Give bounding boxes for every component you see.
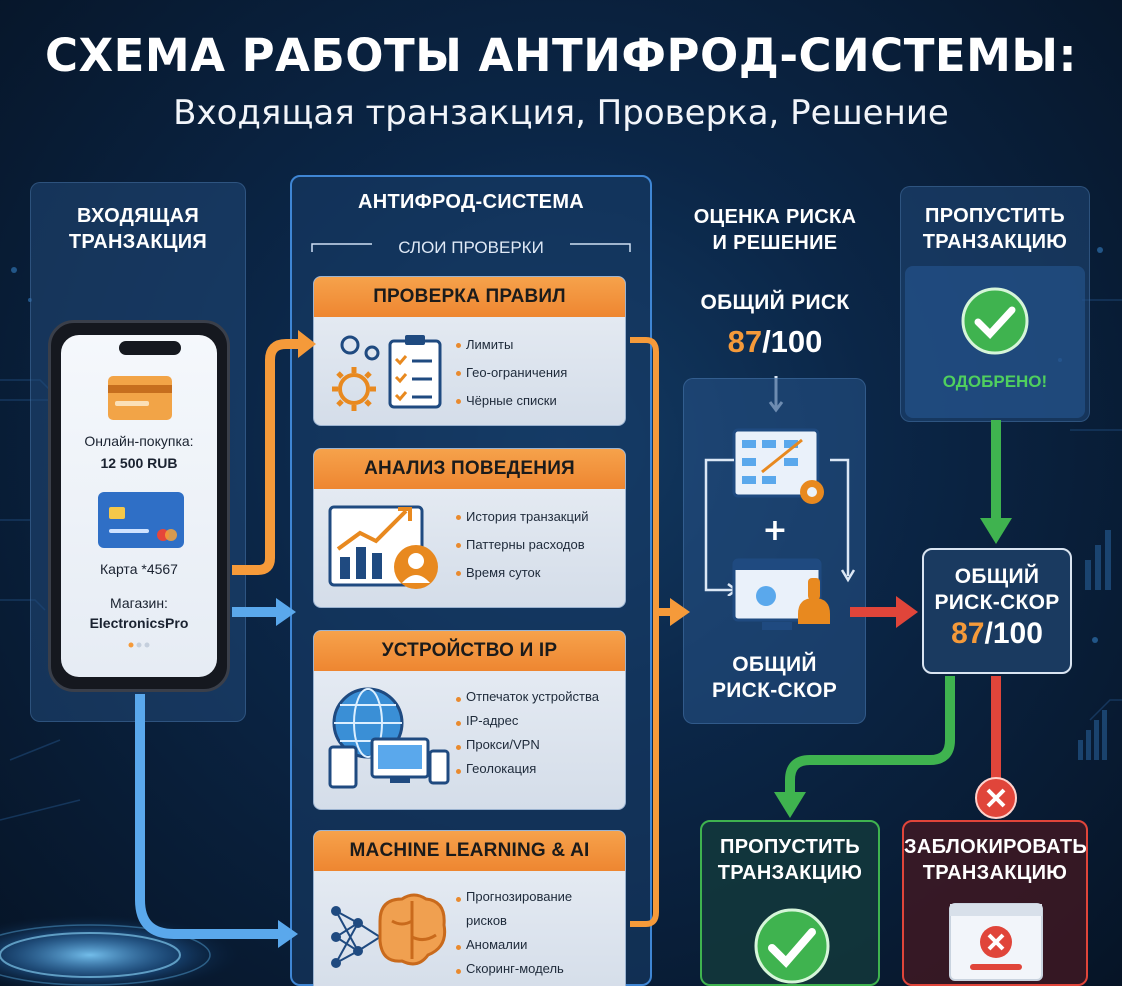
score-box-number: 87 [951,617,985,650]
arrow-layers-to-risk-head [670,598,690,626]
score-box-line2: РИСК-СКОР [934,591,1060,614]
score-box-line1: ОБЩИЙ [954,565,1040,588]
risk-score: 87/100 [680,324,870,360]
phone-notch [119,341,181,355]
layers-label-line-left [311,243,372,252]
list-item: Прогнозирование рисков [456,885,606,933]
layers-label-text: СЛОИ ПРОВЕРКИ [398,238,544,257]
arrow-layers-to-risk [630,337,659,927]
layer-title: MACHINE LEARNING & AI [314,831,625,871]
approve-top-header-line2: ТРАНЗАКЦИЮ [922,231,1068,253]
layer-items: Лимиты Гео-ограничения Чёрные списки [456,331,625,415]
approve-top-header-line1: ПРОПУСТИТЬ [925,205,1065,227]
check-circle-icon [754,908,830,984]
phone-screen: Онлайн-покупка: 12 500 RUB Карта *4567 М… [61,335,217,677]
purchase-label: Онлайн-покупка: [84,433,194,449]
layer-device-ip: УСТРОЙСТВО И IP Отпечаток устройства IP-… [313,630,626,810]
layer-title: ПРОВЕРКА ПРАВИЛ [314,277,625,317]
arrow-to-ml [135,694,282,939]
block-line1: ЗАБЛОКИРОВАТЬ [904,836,1088,858]
layers-label-line-right [570,243,631,252]
layer-machine-learning: MACHINE LEARNING & AI Прогнозирование ри… [313,830,626,986]
layer-title: АНАЛИЗ ПОВЕДЕНИЯ [314,449,625,489]
list-item: Скоринг-модель [456,957,625,981]
card-number: Карта *4567 [100,561,178,577]
arrow-to-behavior-head [276,598,296,626]
data-matrix-gear-icon [732,428,824,504]
risk-header-line1: ОЦЕНКА РИСКА [693,206,857,228]
phone-mockup: Онлайн-покупка: 12 500 RUB Карта *4567 М… [48,320,230,692]
blocked-window-icon [949,903,1043,981]
arrow-risk-to-score-head [896,596,918,628]
globe-devices-icon [328,687,450,789]
purchase-amount: 12 500 RUB [100,455,178,471]
risk-total-label: ОБЩИЙ РИСК [700,291,850,314]
check-circle-icon [961,287,1029,355]
list-item: История транзакций [456,503,625,531]
list-item: IP-адрес [456,709,625,733]
block-box: ЗАБЛОКИРОВАТЬ ТРАНЗАКЦИЮ [902,820,1088,986]
shop-name: ElectronicsPro [89,615,189,631]
list-item: Паттерны расходов [456,531,625,559]
dashboard-user-icon [732,558,830,630]
arrow-to-approve-bottom-head [774,792,806,818]
risk-footer-line1: ОБЩИЙ [732,653,817,676]
approve-bottom-box: ПРОПУСТИТЬ ТРАНЗАКЦИЮ [700,820,880,986]
risk-score-max: /100 [762,324,823,359]
score-box-max: /100 [984,617,1043,650]
layer-behavior-analysis: АНАЛИЗ ПОВЕДЕНИЯ История транзакций Патт… [313,448,626,608]
arrow-approve-down-head [980,518,1012,544]
layer-items: Отпечаток устройства IP-адрес Прокси/VPN… [456,685,625,781]
risk-footer-line2: РИСК-СКОР [711,679,838,702]
brain-network-icon [331,893,447,968]
list-item: Отпечаток устройства [456,685,625,709]
layer-items: Прогнозирование рисков Аномалии Скоринг-… [456,885,625,981]
layer-rules-check: ПРОВЕРКА ПРАВИЛ Лимиты Гео-ограничения Ч… [313,276,626,426]
growth-chart-user-icon [328,505,438,589]
arrow-to-ml-head [278,920,298,948]
block-x-mark [986,788,1006,808]
risk-header: ОЦЕНКА РИСКА И РЕШЕНИЕ [680,204,870,256]
layer-items: История транзакций Паттерны расходов Вре… [456,503,625,587]
risk-header-line2: И РЕШЕНИЕ [712,232,838,254]
risk-footer: ОБЩИЙ РИСК-СКОР [683,652,866,704]
block-line2: ТРАНЗАКЦИЮ [922,862,1068,884]
list-item: Время суток [456,559,625,587]
score-box-value: 87/100 [924,616,1070,652]
arrow-to-approve-bottom [785,676,955,796]
shop-label: Магазин: [110,595,168,611]
page-dots-icon [128,642,150,648]
list-item: Гео-ограничения [456,359,625,387]
approve-bottom-line1: ПРОПУСТИТЬ [720,836,860,858]
payment-card-icon [108,376,172,420]
incoming-header: ВХОДЯЩАЯ ТРАНЗАКЦИЯ [31,203,245,255]
approve-bottom-line2: ТРАНЗАКЦИЮ [717,862,863,884]
page-subtitle: Входящая транзакция, Проверка, Решение [173,93,949,133]
risk-score-box: ОБЩИЙ РИСК-СКОР 87/100 [922,548,1072,674]
list-item: Прокси/VPN [456,733,625,757]
antifraud-header: АНТИФРОД-СИСТЕМА [357,191,585,213]
credit-card-icon [98,492,184,548]
arrow-to-rules [232,339,304,575]
risk-score-value: 87 [727,324,763,359]
gears-checklist-icon [332,335,442,411]
layers-label: СЛОИ ПРОВЕРКИ [310,236,632,260]
page-title: СХЕМА РАБОТЫ АНТИФРОД-СИСТЕМЫ: [44,29,1078,82]
list-item: Аномалии [456,933,625,957]
approve-top-header: ПРОПУСТИТЬ ТРАНЗАКЦИЮ [901,203,1089,255]
list-item: Чёрные списки [456,387,625,415]
arrow-to-rules-head [298,330,316,358]
layer-title: УСТРОЙСТВО И IP [314,631,625,671]
approved-status: ОДОБРЕНО! [942,372,1048,391]
plus-sign: + [762,513,788,548]
incoming-header-line1: ВХОДЯЩАЯ [76,205,200,227]
loop-arrow-right-icon [830,458,856,583]
list-item: Геолокация [456,757,625,781]
list-item: Лимиты [456,331,625,359]
incoming-header-line2: ТРАНЗАКЦИЯ [68,231,208,253]
